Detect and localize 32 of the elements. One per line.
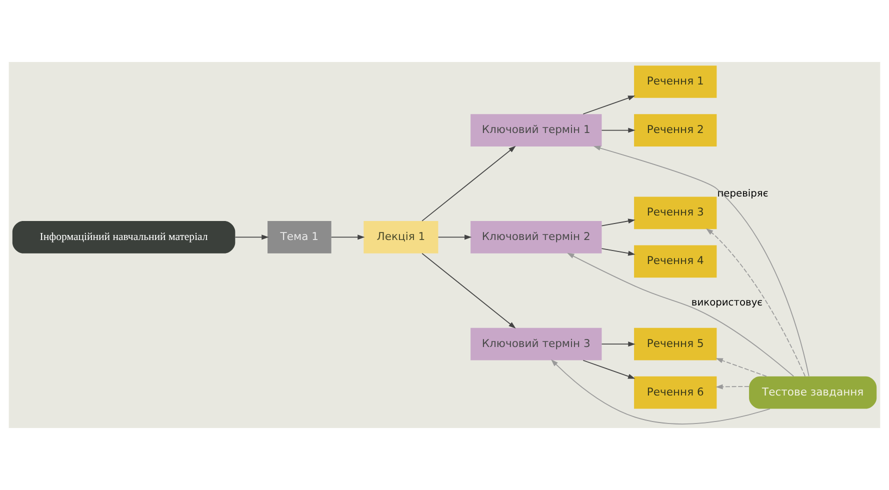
arrow [582,96,636,114]
arrow [716,384,750,390]
node-box: Лекція 1 [364,221,438,254]
node-box: Ключовий термін 2 [470,221,602,254]
node-box: Речення 1 [634,66,717,98]
arrow [706,228,806,377]
edge-label: використовує [691,298,763,309]
node-box: Тема 1 [268,221,332,254]
node-box: Речення 5 [634,328,717,360]
arrow [593,146,810,377]
arrow [422,146,516,222]
arrow [422,252,516,329]
node-box: Ключовий термін 3 [470,328,602,360]
arrow [582,360,636,379]
arrow [601,342,636,347]
arrow [601,128,636,133]
arrow [601,218,636,226]
node-box: Тестове завдання [749,376,877,409]
node-box: Речення 4 [634,245,717,278]
arrow [601,248,636,256]
arrow [716,358,767,377]
node-box: Ключовий термін 1 [470,114,602,146]
node-box: Інформаційний навчальний матеріал [12,221,236,254]
arrow [330,234,365,240]
edge-label: перевіряє [717,188,768,200]
node-box: Речення 3 [634,196,717,230]
arrow [551,359,770,424]
node-box: Речення 6 [634,376,717,409]
arrow [438,234,472,240]
arrow [567,252,794,377]
arrow [234,234,269,240]
node-box: Речення 2 [634,114,717,146]
